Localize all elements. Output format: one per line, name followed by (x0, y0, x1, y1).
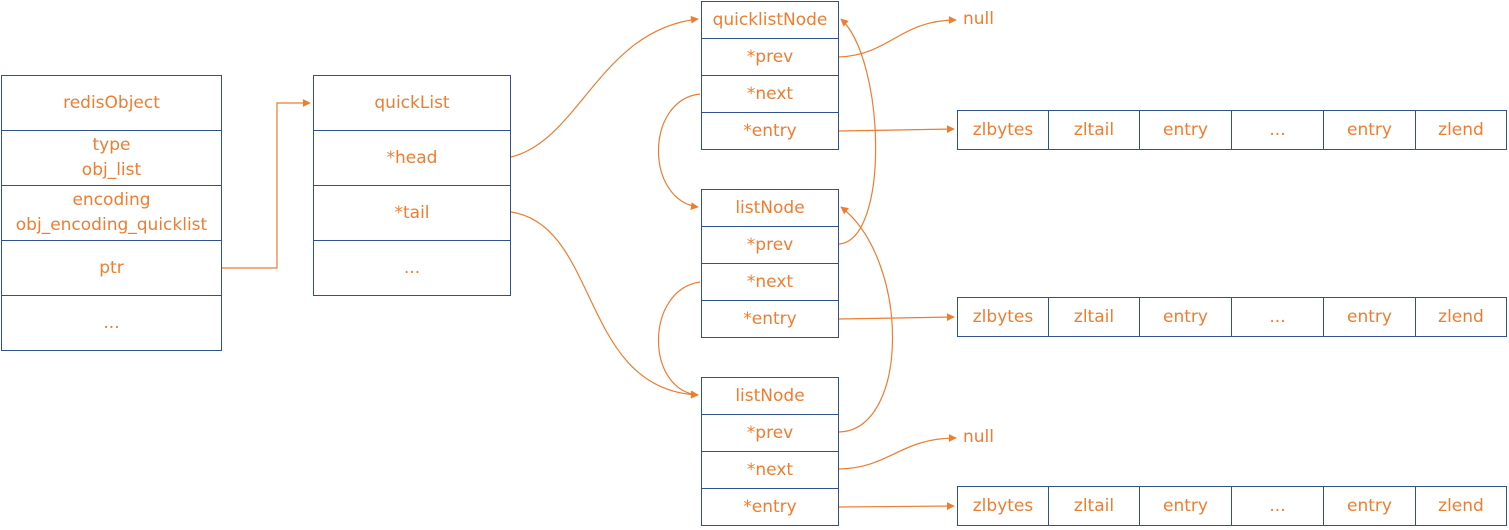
ziplist1-ellipsis: ... (1231, 297, 1324, 337)
ziplist2-zlend: zlend (1415, 486, 1507, 526)
redisobject-type-field: type obj_list (1, 130, 222, 186)
node1-next-field: *next (701, 263, 839, 301)
node2-next-null-arrow (838, 434, 957, 470)
null-label-top: null (963, 9, 994, 29)
node0-entry-arrow (838, 125, 955, 134)
node2-prev-arrow (838, 206, 893, 433)
node1-prev-arrow (838, 18, 877, 245)
ziplist1-entry: entry (1139, 297, 1232, 337)
ziplist1-entry-last: entry (1323, 297, 1416, 337)
ziplist0-zlend: zlend (1415, 110, 1507, 150)
node0-entry-field: *entry (701, 112, 839, 150)
node1-next-arrow (658, 281, 701, 399)
ziplist0-zltail: zltail (1048, 110, 1140, 150)
redisobject-ptr-field: ptr (1, 240, 222, 296)
ziplist0-zlbytes: zlbytes (957, 110, 1049, 150)
ziplist0-entry-last: entry (1323, 110, 1416, 150)
node2-next-field: *next (701, 451, 839, 489)
ziplist0-entry: entry (1139, 110, 1232, 150)
ptr-arrow (222, 99, 311, 269)
ziplist1-zlend: zlend (1415, 297, 1507, 337)
node1-prev-field: *prev (701, 226, 839, 264)
ziplist0-ellipsis: ... (1231, 110, 1324, 150)
node2-entry-field: *entry (701, 488, 839, 526)
head-arrow (510, 15, 699, 158)
node1-entry-field: *entry (701, 300, 839, 338)
node2-entry-arrow (838, 502, 955, 510)
node2-title: listNode (701, 377, 839, 415)
node0-prev-null-arrow (838, 16, 957, 58)
ziplist1-zltail: zltail (1048, 297, 1140, 337)
node0-next-field: *next (701, 75, 839, 113)
redisobject-more-field: ... (1, 295, 222, 351)
quicklist-more-field: ... (313, 240, 511, 296)
node0-prev-field: *prev (701, 38, 839, 76)
node0-next-arrow (658, 93, 701, 210)
ziplist2-entry: entry (1139, 486, 1232, 526)
tail-arrow (510, 211, 699, 399)
null-label-bottom: null (963, 427, 994, 447)
node0-title: quicklistNode (701, 1, 839, 39)
node1-entry-arrow (838, 313, 955, 322)
quicklist-title: quickList (313, 75, 511, 131)
quicklist-tail-field: *tail (313, 185, 511, 241)
node2-prev-field: *prev (701, 414, 839, 452)
ziplist2-zlbytes: zlbytes (957, 486, 1049, 526)
ziplist2-entry-last: entry (1323, 486, 1416, 526)
node1-title: listNode (701, 189, 839, 227)
quicklist-head-field: *head (313, 130, 511, 186)
redisobject-encoding-field: encoding obj_encoding_quicklist (1, 185, 222, 241)
redisobject-title: redisObject (1, 75, 222, 131)
ziplist1-zlbytes: zlbytes (957, 297, 1049, 337)
ziplist2-ellipsis: ... (1231, 486, 1324, 526)
ziplist2-zltail: zltail (1048, 486, 1140, 526)
